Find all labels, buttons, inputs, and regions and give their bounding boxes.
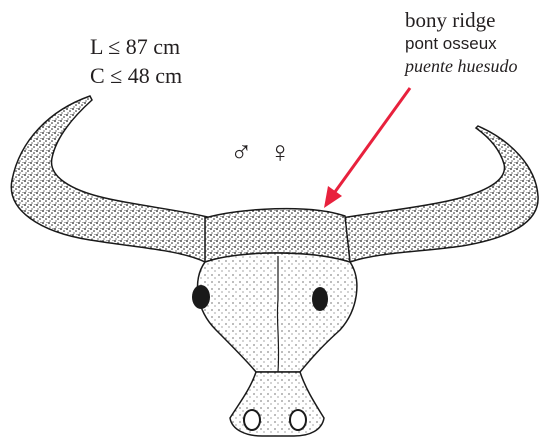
left-nostril [244,410,260,430]
sex-symbols: ♂ ♀ [230,136,295,170]
left-horn [11,96,212,262]
right-horn [342,126,538,262]
pointer-arrow-shaft [332,88,410,196]
circumference-measurement: C ≤ 48 cm [90,63,182,89]
left-eye-socket [192,285,210,309]
skull-muzzle [230,372,324,436]
ridge-label-french: pont osseux [405,34,497,54]
right-eye-socket [312,287,328,311]
ridge-label-english: bony ridge [405,8,495,33]
length-measurement: L ≤ 87 cm [90,34,180,60]
ridge-label-spanish: puente huesudo [405,56,517,77]
right-nostril [290,410,306,430]
pointer-arrow-head [324,186,342,208]
